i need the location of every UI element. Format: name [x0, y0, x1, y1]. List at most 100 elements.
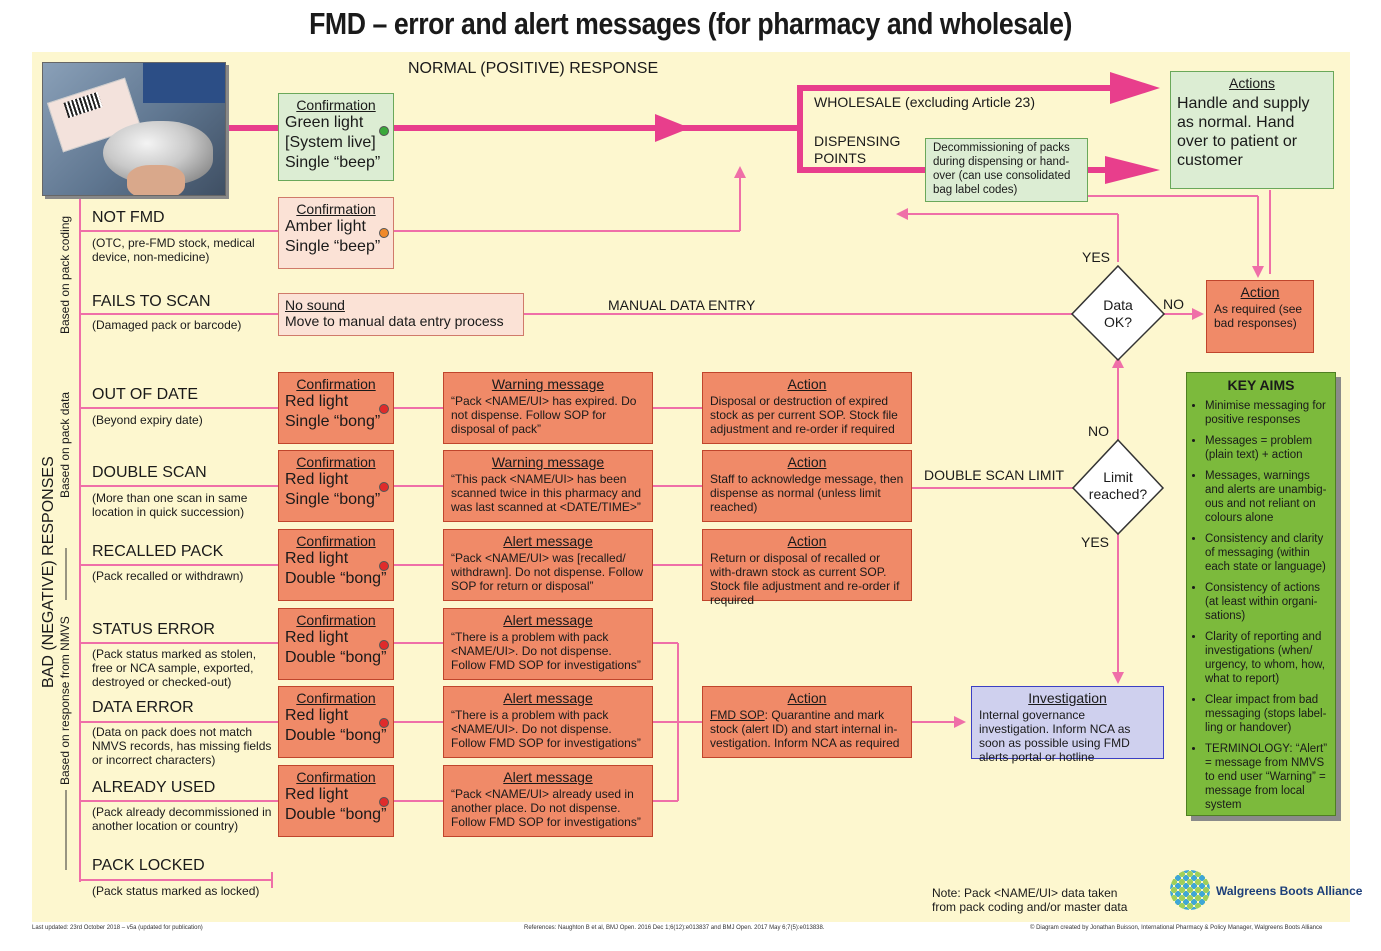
pack-data-label: Based on pack data [58, 391, 72, 498]
action-text: Disposal or destruction of expired stock… [710, 394, 898, 436]
message-text: “Pack <NAME/UI> has expired. Do not disp… [451, 394, 637, 436]
message-header: Warning message [491, 454, 605, 470]
red-light-icon [379, 482, 389, 492]
key-aim-item: Consistency and clarity of messaging (wi… [1205, 532, 1331, 574]
red-light-icon [379, 797, 389, 807]
investigation-box: Investigation Internal governance invest… [971, 686, 1164, 764]
category-desc: (Pack status marked as stolen, free or N… [92, 647, 257, 689]
key-aims-title: KEY AIMS [1227, 377, 1295, 393]
confirmation-line: Red light [285, 550, 349, 567]
category-desc: (Data on pack does not match NMVS record… [92, 725, 272, 767]
key-aim-item: Clarity of reporting and investigations … [1205, 630, 1331, 686]
category-desc: (Beyond expiry date) [92, 413, 203, 427]
confirmation-box: Confirmation Red light Double “bong” [278, 686, 394, 758]
message-header: Warning message [491, 376, 605, 392]
red-light-icon [379, 404, 389, 414]
action-header: Action [787, 533, 827, 549]
confirmation-header: Confirmation [296, 454, 376, 470]
scanner-photo [42, 62, 226, 196]
confirmation-box: Confirmation Red light Single “bong” [278, 372, 394, 444]
fmd-sop-label: FMD SOP [710, 708, 765, 722]
action-box: Action FMD SOP: Quarantine and mark stoc… [702, 686, 912, 758]
confirmation-box: Confirmation Red light Single “bong” [278, 450, 394, 522]
category-name: DATA ERROR [92, 699, 194, 716]
confirmation-line: Red light [285, 786, 349, 803]
confirmation-line: [System live] [285, 134, 376, 151]
confirmation-line: Single “beep” [285, 238, 381, 255]
message-box: Alert message “Pack <NAME/UI> already us… [443, 765, 653, 837]
footer-references: References: Naughton B et al, BMJ Open. … [524, 925, 825, 931]
confirmation-line: Double “bong” [285, 806, 387, 823]
confirmation-line: Red light [285, 629, 349, 646]
category-desc: (More than one scan in same location in … [92, 491, 248, 519]
category-desc: (Pack status marked as locked) [92, 884, 260, 898]
category-desc: (OTC, pre-FMD stock, medical device, non… [92, 236, 255, 264]
decommissioning-text: Decommissioning of packs during dispensi… [933, 142, 1071, 196]
amber-light-icon [379, 228, 389, 238]
message-box: Alert message “Pack <NAME/UI> was [recal… [443, 529, 653, 601]
bad-responses-label: BAD (NEGATIVE) RESPONSES [40, 456, 57, 688]
category-name: OUT OF DATE [92, 386, 199, 403]
no-sound-box: No sound Move to manual data entry proce… [278, 293, 524, 336]
confirmation-box: Confirmation Red light Double “bong” [278, 608, 394, 680]
no-sound-header: No sound [285, 297, 345, 313]
message-header: Alert message [503, 769, 593, 785]
key-aim-item: TERMINOLOGY: “Alert” = message from NMVS… [1205, 742, 1331, 812]
message-text: “There is a problem with pack <NAME/UI>.… [451, 630, 641, 672]
message-header: Alert message [503, 533, 593, 549]
manual-data-entry-label: MANUAL DATA ENTRY [608, 297, 756, 313]
key-aim-item: Messages = problem (plain text) + action [1205, 434, 1331, 462]
key-aims-list: Minimise messaging for positive response… [1187, 399, 1335, 812]
confirmation-header: Confirmation [296, 690, 376, 706]
action-header: Action [787, 376, 827, 392]
message-box: Alert message “There is a problem with p… [443, 686, 653, 758]
category-name: PACK LOCKED [92, 857, 205, 874]
action-text: Staff to acknowledge message, then dispe… [710, 472, 904, 514]
key-aim-item: Minimise messaging for positive response… [1205, 399, 1331, 427]
confirmation-line: Red light [285, 707, 349, 724]
red-light-icon [379, 561, 389, 571]
data-ok-diamond [1070, 264, 1166, 362]
confirmation-header: Confirmation [296, 769, 376, 785]
confirmation-line: Red light [285, 471, 349, 488]
message-text: “Pack <NAME/UI> was [recalled/ withdrawn… [451, 551, 644, 593]
action-text: : Quarantine and mark stock (alert ID) a… [710, 708, 900, 750]
limit-reached-yes: YES [1081, 534, 1110, 550]
action-header: Action [787, 454, 827, 470]
action-box: Action Disposal or destruction of expire… [702, 372, 912, 444]
confirmation-line: Single “bong” [285, 491, 381, 508]
category-desc: (Pack already decommissioned in another … [92, 805, 272, 833]
action-text: Return or disposal of recalled or with-d… [710, 551, 900, 607]
confirmation-line: Amber light [285, 218, 366, 235]
confirmation-header: Confirmation [296, 612, 376, 628]
category-desc: (Pack recalled or withdrawn) [92, 569, 244, 583]
category-name: RECALLED PACK [92, 543, 224, 560]
category-name: DOUBLE SCAN [92, 464, 207, 481]
data-ok-no: NO [1163, 296, 1184, 312]
limit-reached-diamond [1071, 438, 1165, 536]
tray-graphic [143, 63, 225, 103]
key-aim-item: Consistency of actions (at least within … [1205, 581, 1331, 623]
confirmation-line: Red light [285, 393, 349, 410]
normal-response-label: NORMAL (POSITIVE) RESPONSE [408, 60, 659, 77]
double-scan-limit-label: DOUBLE SCAN LIMIT [924, 467, 1065, 483]
category-desc: (Damaged pack or barcode) [92, 318, 242, 332]
footer-updated: Last updated: 23rd October 2018 – v5a (u… [32, 925, 203, 931]
limit-reached-no: NO [1088, 423, 1109, 439]
confirmation-line: Double “bong” [285, 649, 387, 666]
note-text: Note: Pack <NAME/UI> data taken from pac… [932, 886, 1128, 914]
message-box: Alert message “There is a problem with p… [443, 608, 653, 680]
category-name: STATUS ERROR [92, 621, 215, 638]
key-aim-item: Clear impact from bad messaging (stops l… [1205, 693, 1331, 735]
message-text: “There is a problem with pack <NAME/UI>.… [451, 708, 641, 750]
hand-graphic [127, 165, 185, 195]
confirmation-line: Single “bong” [285, 413, 381, 430]
message-header: Alert message [503, 690, 593, 706]
confirmation-line: Single “beep” [285, 154, 381, 171]
green-confirmation-box: Confirmation Green light [System live] S… [278, 93, 394, 181]
nmvs-label: Based on response from NMVS [58, 616, 72, 785]
action-required-text: As required (see bad responses) [1214, 302, 1303, 330]
footer-credit: © Diagram created by Jonathan Buisson, I… [1030, 925, 1323, 931]
message-text: “Pack <NAME/UI> already used in another … [451, 787, 641, 829]
red-light-icon [379, 718, 389, 728]
